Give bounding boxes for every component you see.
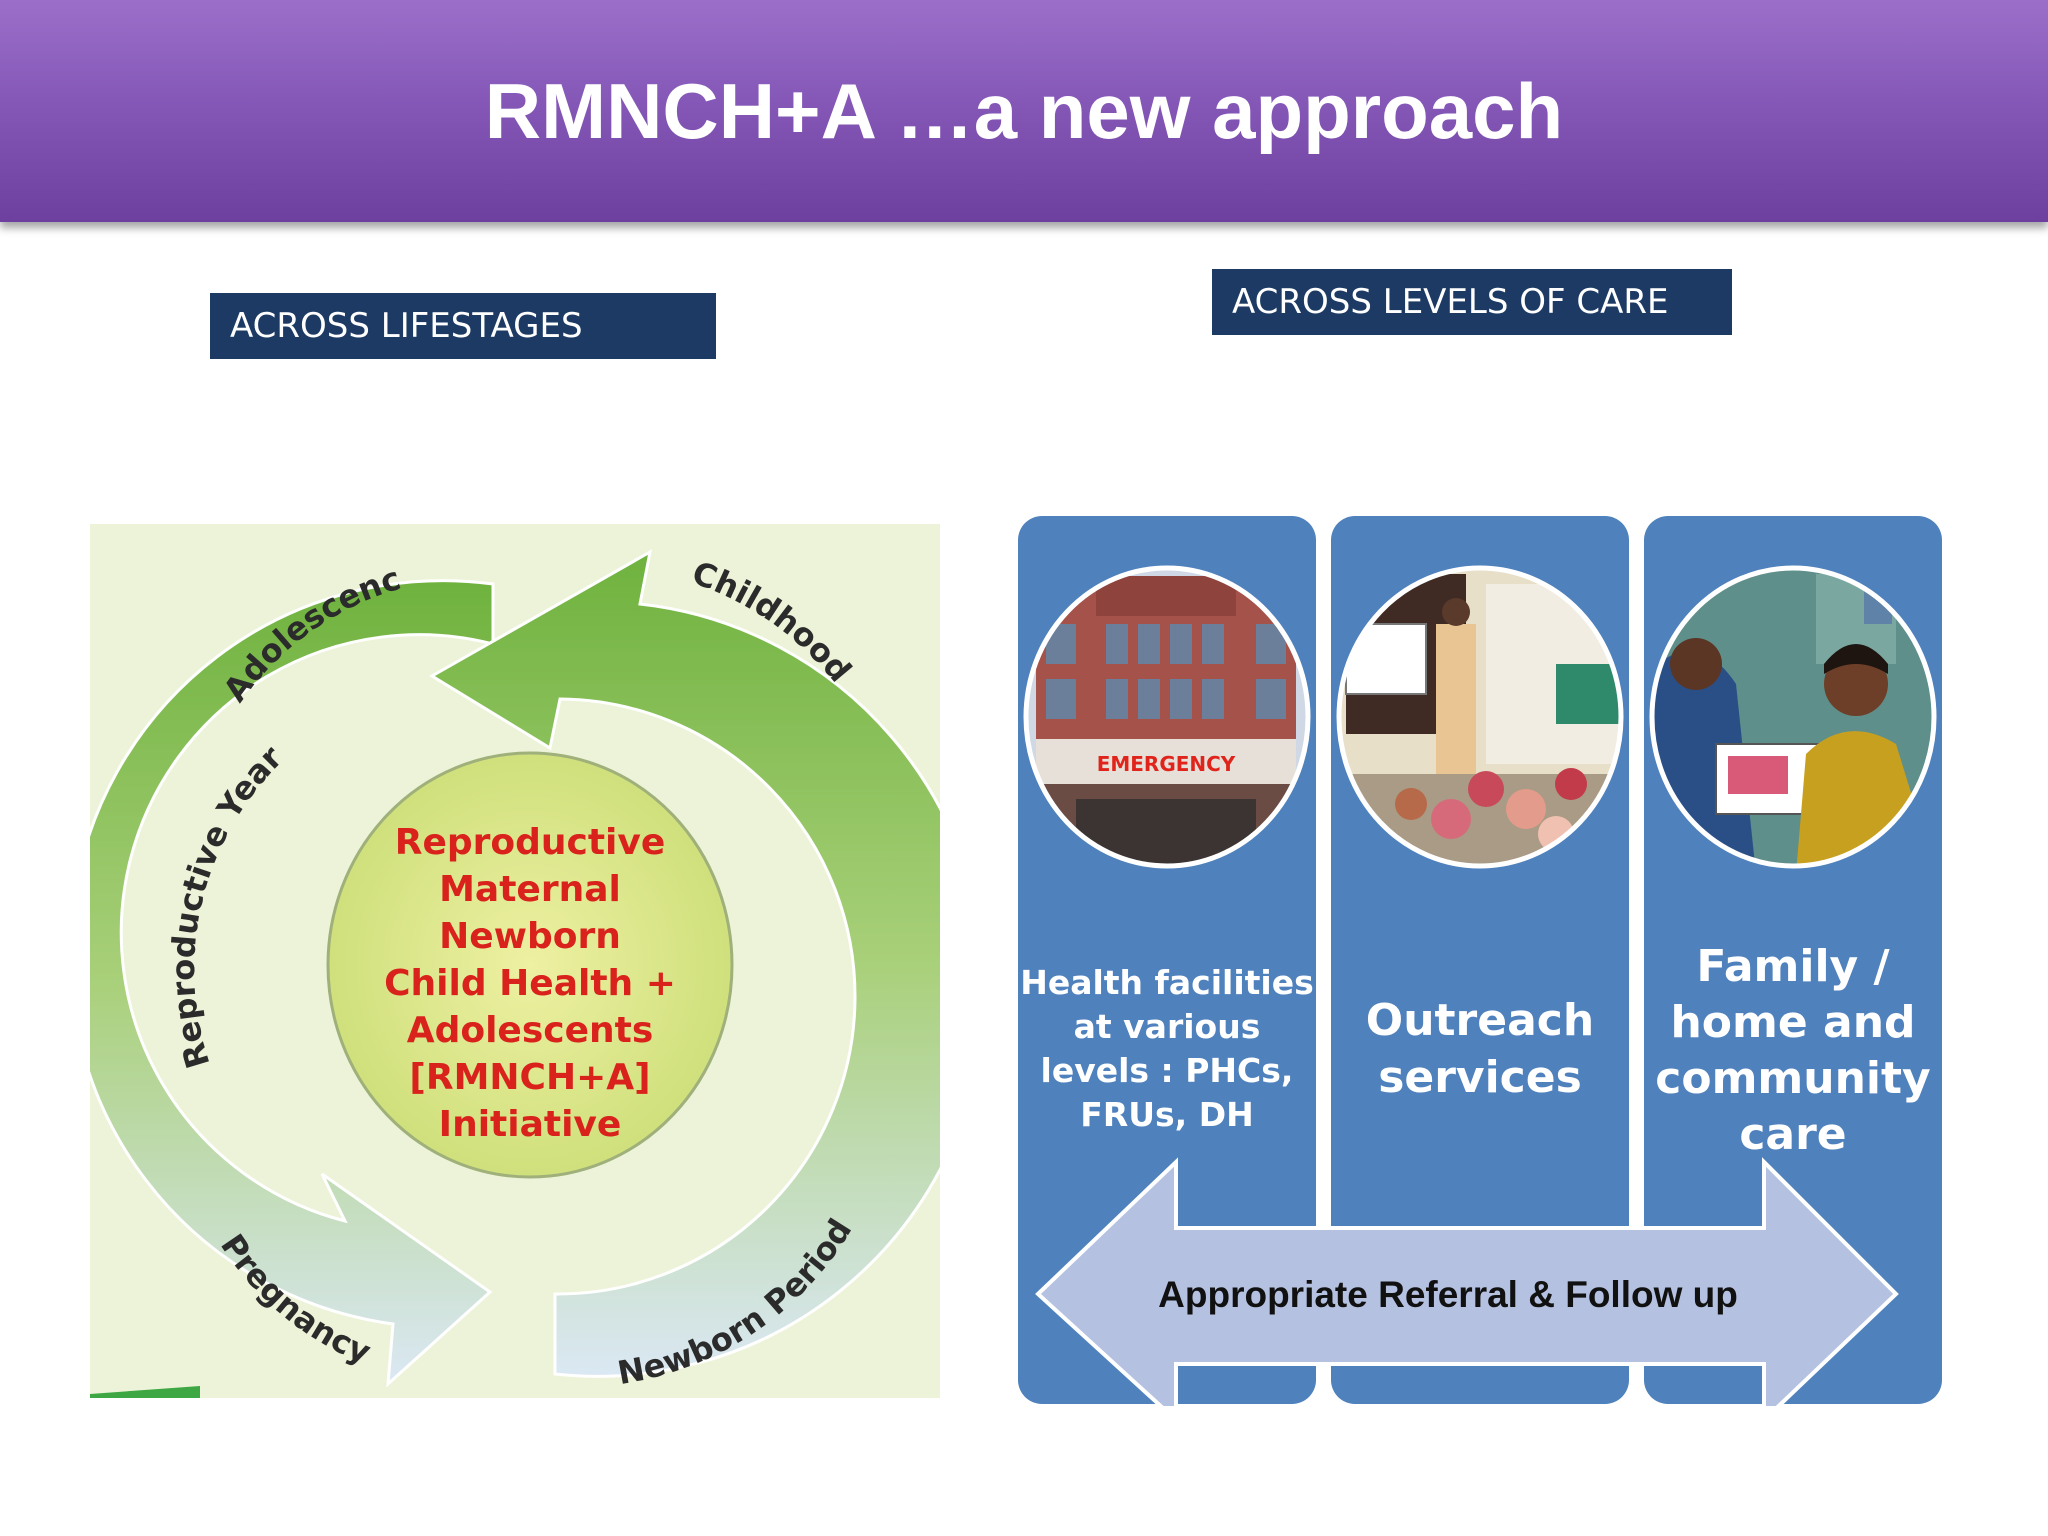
emergency-sign: EMERGENCY (1097, 752, 1236, 776)
facilities-text-1: Health facilities (1020, 963, 1314, 1002)
photo-ring-2 (1336, 565, 1624, 869)
right-cycle-arrow (429, 549, 940, 1378)
levels-of-care-svg: EMERGENCY (1018, 516, 1942, 1406)
outreach-text-1: Outreach (1366, 995, 1594, 1046)
corner-green-mark (90, 1386, 200, 1398)
center-line-5: Adolescents (407, 1010, 654, 1051)
outreach-text-2: services (1378, 1052, 1582, 1103)
center-line-6: [RMNCH+A] (409, 1057, 650, 1098)
community-text-3: community (1655, 1053, 1930, 1104)
lifecycle-diagram: Reproductive Maternal Newborn Child Heal… (90, 524, 940, 1398)
facilities-text-3: levels : PHCs, (1041, 1051, 1294, 1090)
center-line-1: Reproductive (395, 822, 666, 863)
community-text-1: Family / (1696, 941, 1890, 992)
levels-of-care-diagram: EMERGENCY (1016, 514, 1946, 1406)
title-bar (0, 0, 2048, 222)
center-line-4: Child Health + (384, 963, 676, 1004)
facilities-text-2: at various (1074, 1007, 1261, 1046)
referral-double-arrow (1035, 1157, 1899, 1406)
hospital-photo: EMERGENCY (1026, 568, 1308, 866)
left-cycle-arrow (90, 579, 495, 1388)
community-text-4: care (1739, 1109, 1846, 1160)
facilities-text-4: FRUs, DH (1080, 1095, 1253, 1134)
referral-label: Appropriate Referral & Follow up (1158, 1274, 1738, 1315)
page-title: RMNCH+A …a new approach (484, 67, 1564, 155)
center-line-7: Initiative (439, 1104, 622, 1145)
community-text-2: home and (1670, 997, 1915, 1048)
lifecycle-svg: Reproductive Maternal Newborn Child Heal… (90, 524, 940, 1398)
center-text: Reproductive Maternal Newborn Child Heal… (384, 822, 676, 1145)
photo-ring-1 (1023, 565, 1311, 869)
center-line-3: Newborn (439, 916, 621, 957)
center-circle (326, 751, 734, 1179)
across-lifestages-label: ACROSS LIFESTAGES (210, 293, 716, 359)
photo-ring-3 (1649, 565, 1937, 869)
home-visit-photo (1652, 568, 1934, 866)
center-line-2: Maternal (439, 869, 621, 910)
across-levels-of-care-label: ACROSS LEVELS OF CARE (1212, 269, 1732, 335)
